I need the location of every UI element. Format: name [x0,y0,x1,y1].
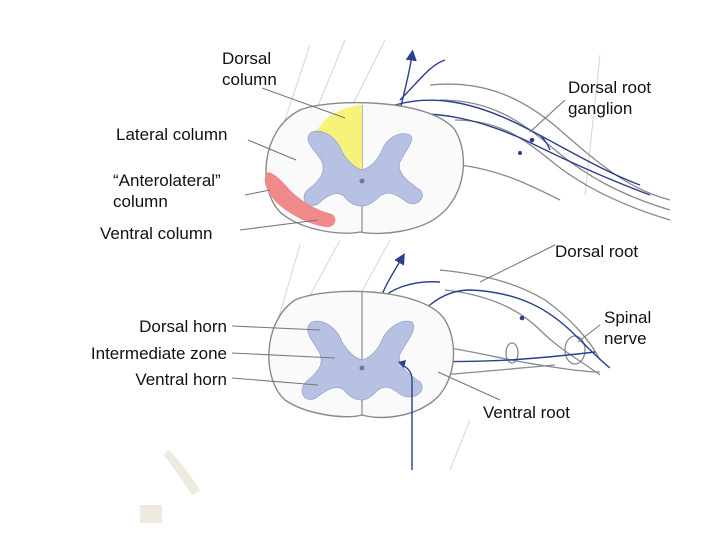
leader-dorsal-column [261,87,346,119]
leader-dorsal-horn [231,325,321,331]
spinal-nerve-shape [429,269,601,376]
top-gray-matter [303,130,423,207]
ganglion-neuron-dot [529,137,535,143]
label-dorsal-root: Dorsal root [555,242,639,261]
leader-dorsal-root [479,244,556,283]
label-dorsal-column: Dorsal column [222,48,277,90]
bottom-spinal-cord-section [268,253,611,470]
bottom-gray-matter [301,320,423,401]
label-spinal-nerve-line2: nerve [604,329,647,348]
dorsal-root-fibers [394,49,651,196]
leader-ventral-column [239,219,319,231]
scan-artifact [140,450,200,523]
leader-ventral-horn [231,377,319,386]
label-ventral-root: Ventral root [483,403,570,422]
label-dorsal-column-line1: Dorsal [222,49,272,68]
label-anterolateral-column: “Anterolateral” column [113,170,221,212]
leader-dorsal-root-ganglion [529,99,566,133]
label-ventral-column: Ventral column [100,224,213,243]
anterolateral-column-highlight [264,172,336,228]
leader-spinal-nerve [577,324,601,343]
leader-ventral-root [437,371,501,401]
leader-intermediate-zone [231,352,336,359]
top-spinal-cord-section [264,49,671,235]
label-intermediate-zone: Intermediate zone [90,344,227,363]
label-dorsal-root-ganglion: Dorsal root ganglion [568,77,651,119]
central-canal [359,365,365,371]
label-anterolateral-column-line2: column [113,192,168,211]
dorsal-column-highlight [315,105,362,178]
ganglion-neuron-dot [518,151,522,155]
label-ventral-horn: Ventral horn [135,370,227,389]
label-dorsal-horn: Dorsal horn [139,317,227,336]
nerve-neuron-dot [519,315,525,321]
label-spinal-nerve: Spinal nerve [604,307,651,349]
label-dorsal-root-ganglion-line1: Dorsal root [568,78,652,97]
label-dorsal-root-ganglion-line2: ganglion [568,99,633,118]
leader-lateral-column [247,139,297,161]
ventral-root-arrow [398,360,406,368]
central-canal [359,178,365,184]
dorsal-root-ganglion-shape [429,83,671,221]
label-dorsal-column-line2: column [222,70,277,89]
label-lateral-column: Lateral column [116,125,228,144]
label-spinal-nerve-line1: Spinal [604,308,652,327]
leader-lines [231,87,601,401]
label-anterolateral-column-line1: “Anterolateral” [113,171,221,190]
leader-anterolateral-column [244,189,271,196]
